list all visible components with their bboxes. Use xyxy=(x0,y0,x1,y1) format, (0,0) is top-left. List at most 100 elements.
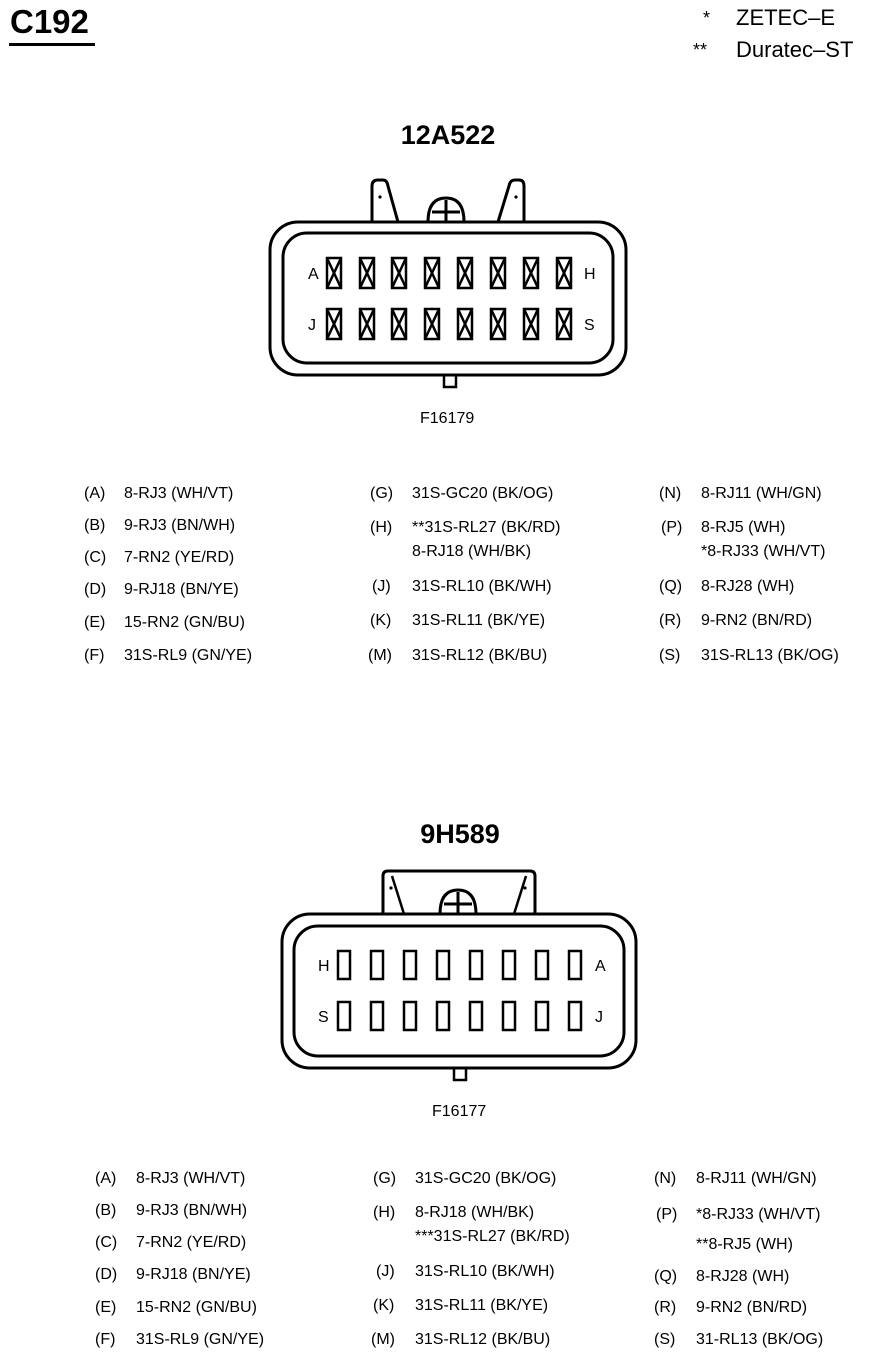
pin-circuit: 7-RN2 (YE/RD) xyxy=(124,549,235,566)
pin-circuit: 9-RJ18 (BN/YE) xyxy=(136,1266,251,1283)
pin-letter: (M) xyxy=(371,1331,395,1348)
connector-2-housing-inner xyxy=(292,924,626,1058)
pin-letter: (K) xyxy=(373,1297,395,1314)
pin-circuit: 31S-GC20 (BK/OG) xyxy=(415,1170,557,1187)
pin-circuit: 31S-RL13 (BK/OG) xyxy=(701,647,839,664)
pin-circuit: 8-RJ3 (WH/VT) xyxy=(124,485,234,502)
pin-letter: (A) xyxy=(95,1170,117,1187)
connector-2-cavity xyxy=(567,949,583,981)
pin-letter: (P) xyxy=(656,1206,678,1223)
connector-2-cavity xyxy=(435,1000,451,1032)
pin-circuit: 8-RJ18 (WH/BK) xyxy=(412,543,532,560)
connector-2-cavity xyxy=(468,949,484,981)
pin-letter: (G) xyxy=(373,1170,397,1187)
connector-2-cavity xyxy=(501,949,517,981)
pin-letter: (D) xyxy=(95,1266,118,1283)
connector-2-cavity xyxy=(369,1000,385,1032)
pin-circuit: 31S-GC20 (BK/OG) xyxy=(412,485,554,502)
legend-text-zetec: ZETEC–E xyxy=(736,5,836,30)
connector-1-right-tab xyxy=(496,178,526,223)
pin-letter: (K) xyxy=(370,612,392,629)
pin-letter: (P) xyxy=(661,519,683,536)
connector-1-cavity xyxy=(358,256,376,290)
pin-letter: (G) xyxy=(370,485,394,502)
pin-circuit: 31S-RL12 (BK/BU) xyxy=(412,647,548,664)
pin-letter: (D) xyxy=(84,581,107,598)
pin-circuit: 15-RN2 (GN/BU) xyxy=(124,614,245,631)
connector-2-pin-label-bottom-right: J xyxy=(595,1009,603,1026)
pin-circuit: 8-RJ3 (WH/VT) xyxy=(136,1170,246,1187)
pin-circuit: 31S-RL11 (BK/YE) xyxy=(415,1297,549,1314)
connector-2-cavity xyxy=(336,949,352,981)
connector-1-cavity xyxy=(390,256,408,290)
pin-circuit: 8-RJ5 (WH) xyxy=(701,519,786,536)
pin-letter: (R) xyxy=(659,612,682,629)
pin-circuit: 31S-RL11 (BK/YE) xyxy=(412,612,546,629)
connector-1-cavity xyxy=(358,307,376,341)
legend-text-duratec: Duratec–ST xyxy=(736,37,854,62)
pin-circuit: 15-RN2 (GN/BU) xyxy=(136,1299,257,1316)
connector-1-cavity xyxy=(489,256,507,290)
connector-2-drawing xyxy=(280,869,638,1082)
pin-letter: (J) xyxy=(372,578,391,595)
connector-1-housing-inner xyxy=(281,231,615,365)
connector-1-cavity xyxy=(456,256,474,290)
connector-1-cavity xyxy=(325,256,343,290)
pin-circuit: 9-RN2 (BN/RD) xyxy=(701,612,813,629)
connector-2-bottom-key xyxy=(452,1066,468,1082)
pin-circuit: 31S-RL10 (BK/WH) xyxy=(412,578,552,595)
pin-circuit: 8-RJ11 (WH/GN) xyxy=(696,1170,817,1187)
pin-circuit: *8-RJ33 (WH/VT) xyxy=(696,1206,821,1223)
pin-circuit: 9-RN2 (BN/RD) xyxy=(696,1299,808,1316)
pin-letter: (S) xyxy=(654,1331,676,1348)
connector-1-cavity xyxy=(456,307,474,341)
connector-1-cavity-row-top xyxy=(325,256,573,290)
connector-2-pin-label-bottom-left: S xyxy=(318,1009,329,1026)
connector-1-cavity xyxy=(522,307,540,341)
connector-1-key xyxy=(426,196,466,223)
pin-circuit: **8-RJ5 (WH) xyxy=(696,1236,793,1253)
pin-letter: (H) xyxy=(370,519,393,536)
pin-circuit: 31S-RL12 (BK/BU) xyxy=(415,1331,551,1348)
connector-2-cavity-row-bottom xyxy=(336,1000,583,1032)
connector-2-housing-outer xyxy=(280,912,638,1070)
connector-1-cavity xyxy=(423,307,441,341)
pin-letter: (Q) xyxy=(654,1268,678,1285)
pin-letter: (R) xyxy=(654,1299,677,1316)
pin-letter: (F) xyxy=(84,647,105,664)
pin-circuit: 8-RJ11 (WH/GN) xyxy=(701,485,822,502)
pin-letter: (A) xyxy=(84,485,106,502)
connector-2-cavity-row-top xyxy=(336,949,583,981)
connector-2-cavity xyxy=(501,1000,517,1032)
connector-2-cavity xyxy=(336,1000,352,1032)
connector-2-cavity xyxy=(402,1000,418,1032)
connector-1-cavities xyxy=(325,256,573,341)
pin-letter: (N) xyxy=(654,1170,677,1187)
connector-2-cavity xyxy=(402,949,418,981)
pin-circuit: 31S-RL10 (BK/WH) xyxy=(415,1263,555,1280)
pin-letter: (B) xyxy=(95,1202,117,1219)
connector-1-cavity xyxy=(325,307,343,341)
connector-1-pin-label-top-right: H xyxy=(584,266,596,283)
connector-2-key xyxy=(438,888,478,915)
pin-circuit: 8-RJ28 (WH) xyxy=(701,578,795,595)
pin-letter: (E) xyxy=(84,614,106,631)
connector-1-pin-label-top-left: A xyxy=(308,266,319,283)
connector-1-left-tab xyxy=(370,178,400,223)
connector-1-cavity xyxy=(522,256,540,290)
connector-2-pin-label-top-right: A xyxy=(595,958,606,975)
connector-2-cavities xyxy=(336,949,583,1032)
connector-1-pin-label-bottom-left: J xyxy=(308,317,316,334)
legend-mark-zetec: * xyxy=(703,8,711,28)
pin-circuit: 31-RL13 (BK/OG) xyxy=(696,1331,824,1348)
connector-2-pin-label-top-left: H xyxy=(318,958,330,975)
connector-2-cavity xyxy=(534,949,550,981)
connector-1-bottom-key xyxy=(442,373,458,389)
connector-1-cavity xyxy=(555,256,573,290)
connector-2-cavity xyxy=(567,1000,583,1032)
pin-letter: (H) xyxy=(373,1204,396,1221)
pin-letter: (Q) xyxy=(659,578,683,595)
connector-1-pin-label-bottom-right: S xyxy=(584,317,595,334)
pin-letter: (F) xyxy=(95,1331,116,1348)
